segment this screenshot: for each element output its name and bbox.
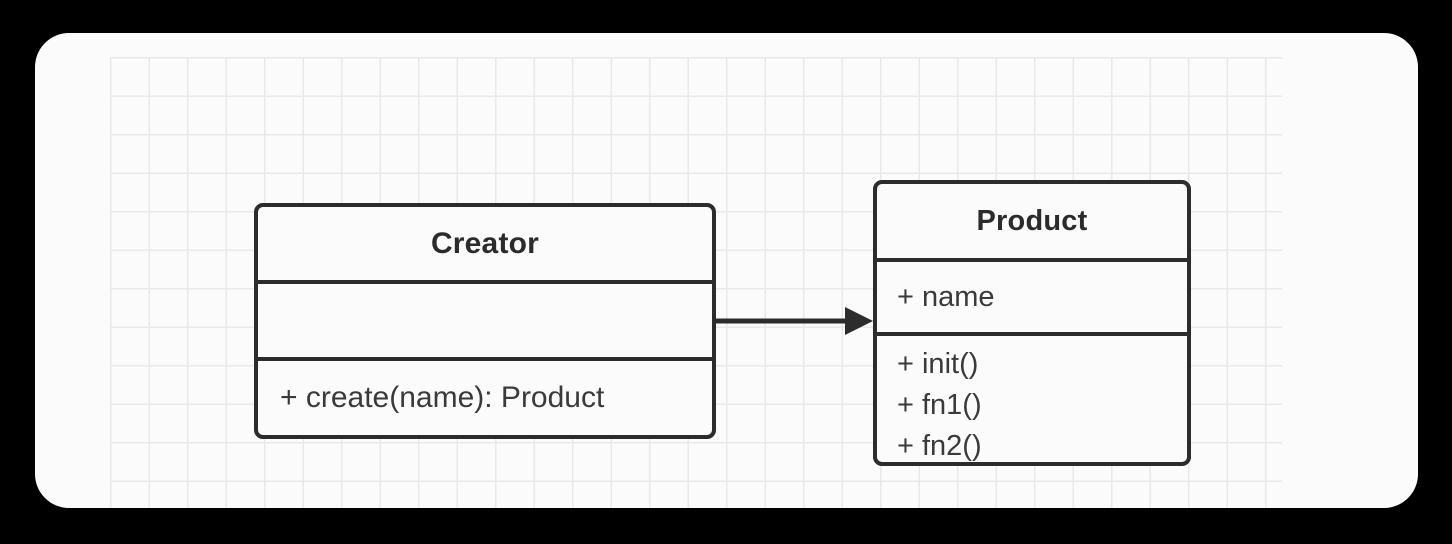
class-creator-method-create: + create(name): Product bbox=[280, 381, 605, 414]
association-arrowhead-icon bbox=[845, 307, 873, 335]
association-arrow-creator-to-product[interactable] bbox=[713, 303, 877, 339]
uml-class-creator[interactable]: Creator + create(name): Product bbox=[254, 203, 716, 439]
class-creator-methods-compartment: + create(name): Product bbox=[258, 357, 712, 435]
uml-class-product[interactable]: Product + name + init() + fn1() + fn2() bbox=[873, 180, 1191, 466]
class-creator-title-compartment: Creator bbox=[258, 207, 712, 280]
class-product-methods-compartment: + init() + fn1() + fn2() bbox=[877, 332, 1187, 462]
class-creator-name: Creator bbox=[430, 226, 540, 260]
class-product-method-init: + init() bbox=[897, 348, 979, 380]
class-product-title-compartment: Product bbox=[877, 184, 1187, 258]
class-product-method-fn2: + fn2() bbox=[897, 430, 982, 462]
class-product-method-fn1: + fn1() bbox=[897, 389, 982, 421]
class-product-attributes-compartment: + name bbox=[877, 258, 1187, 332]
diagram-card: Creator + create(name): Product Product … bbox=[35, 33, 1418, 508]
class-creator-attributes-compartment bbox=[258, 280, 712, 357]
class-product-name: Product bbox=[976, 204, 1088, 237]
class-product-attribute-name: + name bbox=[897, 280, 995, 313]
